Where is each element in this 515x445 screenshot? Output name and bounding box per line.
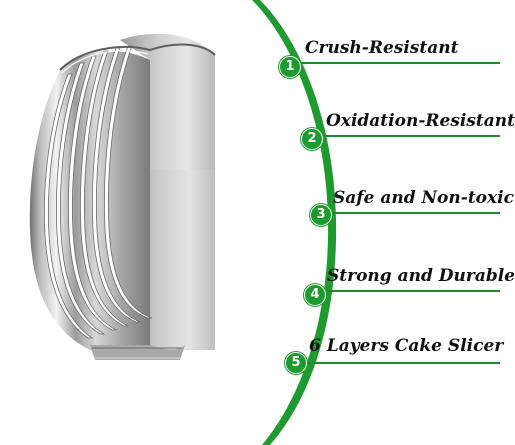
feature-label: Strong and Durable — [327, 266, 515, 286]
feature-label: Crush-Resistant — [305, 38, 459, 58]
feature-label: Oxidation-Resistant — [326, 111, 515, 131]
product-infographic: 1 Crush-Resistant 2 Oxidation-Resistant … — [29, 0, 515, 445]
cake-slicer-ring-icon — [29, 33, 216, 360]
feature-divider — [298, 362, 500, 364]
feature-number-badge: 4 — [304, 284, 326, 306]
feature-number-badge: 1 — [279, 56, 301, 78]
feature-number-badge: 5 — [285, 352, 307, 374]
feature-arc — [252, 0, 337, 445]
feature-label: Safe and Non-toxic — [333, 188, 514, 208]
feature-divider — [324, 212, 500, 214]
feature-divider — [312, 135, 500, 137]
feature-divider — [292, 62, 500, 64]
feature-number-badge: 2 — [301, 128, 323, 150]
feature-label: 6 Layers Cake Slicer — [309, 336, 504, 356]
feature-divider — [318, 290, 500, 292]
feature-number-badge: 3 — [310, 204, 332, 226]
